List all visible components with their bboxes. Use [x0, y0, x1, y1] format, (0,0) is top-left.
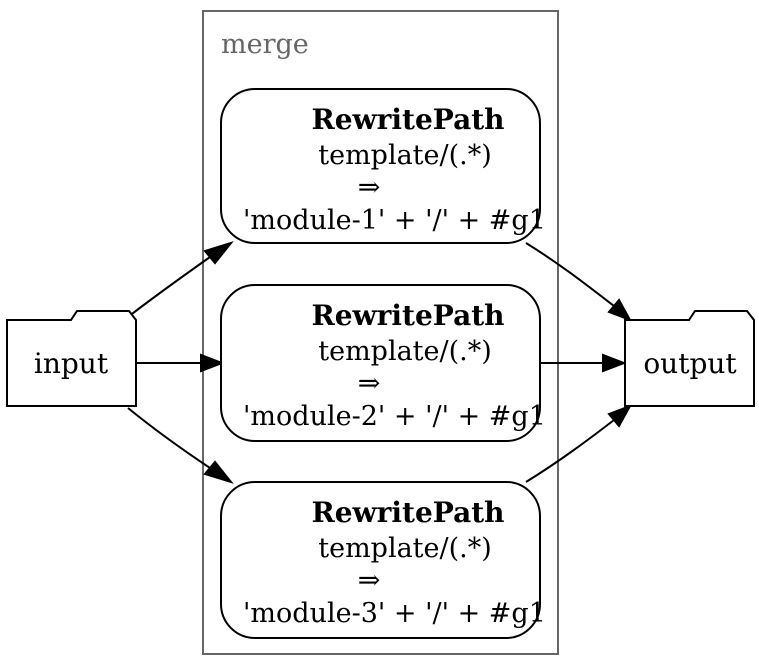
rewrite-path-node-3-replacement: 'module-3' + '/' + #g1	[243, 598, 546, 629]
rewrite-path-node-3-pattern: template/(.*)	[318, 533, 492, 564]
folder-icon	[6, 310, 137, 407]
rewrite-path-node-2-box	[220, 284, 541, 442]
edge-rewrite-3-to-output-arrowhead	[607, 404, 633, 428]
rewrite-path-node-2[interactable]: RewritePath template/(.*) ⇒ 'module-2' +…	[220, 284, 546, 442]
edge-input-to-rewrite-3-arrowhead	[203, 460, 234, 484]
rewrite-path-node-1[interactable]: RewritePath template/(.*) ⇒ 'module-1' +…	[220, 88, 546, 244]
folder-icon	[624, 310, 755, 407]
edge-rewrite-2-to-output-arrowhead	[602, 353, 627, 373]
rewrite-path-node-3[interactable]: RewritePath template/(.*) ⇒ 'module-3' +…	[220, 481, 546, 639]
rewrite-path-node-1-pattern: template/(.*)	[318, 140, 492, 171]
rewrite-path-node-2-pattern: template/(.*)	[318, 336, 492, 367]
edge-rewrite-3-to-output	[525, 419, 615, 483]
rewrite-path-node-1-title: RewritePath	[311, 103, 504, 136]
rewrite-path-node-3-arrow: ⇒	[358, 565, 381, 596]
merge-cluster-border	[202, 10, 559, 655]
edges	[127, 241, 633, 484]
input-folder-node[interactable]: input	[6, 310, 137, 407]
edge-input-to-rewrite-1-arrowhead	[203, 241, 234, 265]
rewrite-path-node-1-box	[220, 88, 541, 244]
rewrite-path-node-3-title: RewritePath	[311, 496, 504, 529]
output-node-label: output	[643, 347, 737, 380]
rewrite-path-node-2-arrow: ⇒	[358, 368, 381, 399]
input-node-label: input	[34, 347, 109, 380]
merge-cluster-label: merge	[221, 29, 309, 60]
rewrite-path-node-2-replacement: 'module-2' + '/' + #g1	[243, 401, 546, 432]
rewrite-path-node-2-title: RewritePath	[311, 299, 504, 332]
edge-input-to-rewrite-3	[127, 407, 211, 469]
rewrite-path-node-1-arrow: ⇒	[358, 172, 381, 203]
rewrite-path-node-3-box	[220, 481, 541, 639]
edge-input-to-rewrite-2-arrowhead	[200, 353, 225, 373]
edge-input-to-rewrite-1	[127, 256, 211, 318]
merge-cluster: merge	[202, 10, 559, 655]
edge-rewrite-1-to-output-arrowhead	[607, 298, 633, 322]
rewrite-path-node-1-replacement: 'module-1' + '/' + #g1	[243, 205, 546, 236]
output-folder-node[interactable]: output	[624, 310, 755, 407]
edge-rewrite-1-to-output	[525, 242, 615, 307]
